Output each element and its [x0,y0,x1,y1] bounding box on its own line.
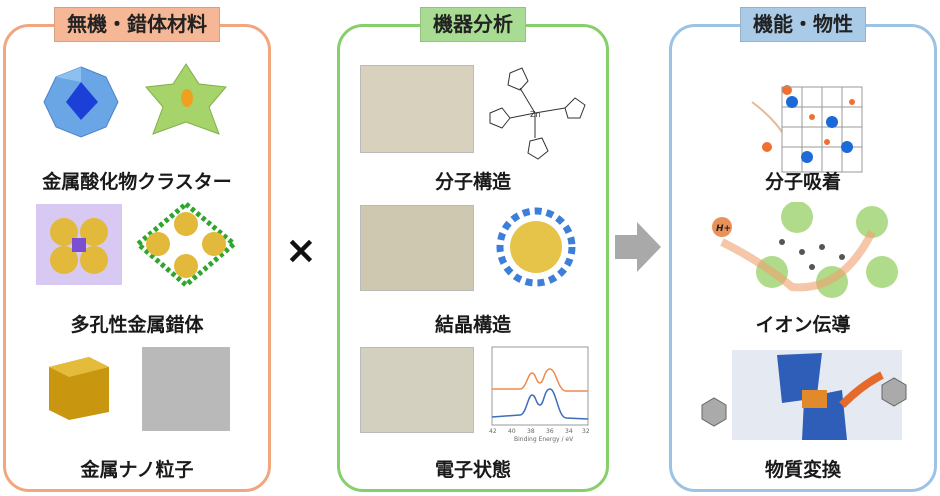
item-label-crystal-structure: 結晶構造 [434,314,511,336]
tick-40: 40 [508,428,516,435]
tick-42: 42 [489,428,497,435]
panel-instrumental-analysis: 機器分析 Zn 分子構造 結晶構造 42 40 38 36 34 32 Bind… [337,7,609,492]
zn-label: Zn [530,110,541,119]
mof-green-image [136,202,236,287]
panel-title: 無機・錯体材料 [54,7,220,42]
item-label-molecular-adsorption: 分子吸着 [764,171,841,193]
panel-inorganic-materials: 無機・錯体材料 金属酸化物クラスター 多孔性金属錯体 金属ナノ粒子 [3,7,271,492]
tick-34: 34 [565,428,573,435]
item-label-electronic-state: 電子状態 [434,459,511,481]
nanoparticle-cube-image [49,357,109,420]
material-conversion-image [701,350,907,440]
xps-instrument-photo [360,347,474,433]
panel-title: 機器分析 [420,7,526,42]
right-arrow-icon [615,222,661,272]
item-label-material-conversion: 物質変換 [764,459,841,481]
panel-title: 機能・物性 [740,7,866,42]
xps-series-top [492,368,588,392]
blue-oxide-cluster-image [43,66,119,138]
item-label-porous-coordination-polymer: 多孔性金属錯体 [70,314,204,336]
ion-conduction-image: H+ [712,202,898,298]
crystal-structure-image [496,207,576,287]
proton-label: H+ [716,224,731,234]
molecular-adsorption-image [751,85,863,173]
xps-spectrum-chart: 42 40 38 36 34 32 Binding Energy / eV [489,346,590,443]
item-label-molecular-structure: 分子構造 [434,171,511,193]
item-label-metal-oxide-cluster: 金属酸化物クラスター [42,171,232,193]
green-oxide-cluster-image [145,63,227,135]
tick-36: 36 [546,428,554,435]
diffractometer-photo [360,205,474,291]
item-label-ion-conduction: イオン伝導 [755,314,851,336]
xps-xlabel: Binding Energy / eV [514,436,574,443]
mof-purple-image [36,204,122,285]
tick-38: 38 [527,428,535,435]
panel-functions-properties: 機能・物性 分子吸着 H+ イオン伝導 物質変換 [669,7,937,492]
xps-series-bottom [491,388,589,420]
spectrometer-photo [360,65,474,153]
item-label-metal-nanoparticle: 金属ナノ粒子 [80,459,194,481]
times-operator: × [285,228,317,272]
tick-32: 32 [582,428,590,435]
zn-imidazolate-structure: Zn [489,67,586,160]
tem-image [142,347,230,431]
